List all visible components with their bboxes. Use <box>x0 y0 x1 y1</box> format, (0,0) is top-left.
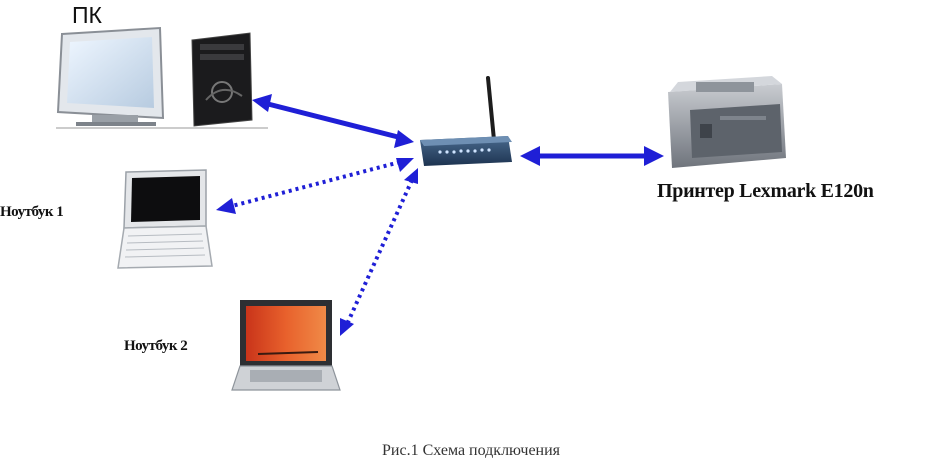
printer-icon <box>668 76 786 168</box>
link-router-laptop1 <box>216 158 414 214</box>
pc-label: ПК <box>72 2 102 28</box>
router-icon <box>420 76 512 166</box>
link-router-laptop2 <box>340 168 418 336</box>
netbook-icon <box>117 169 213 269</box>
printer-label: Принтер Lexmark E120n <box>657 180 874 202</box>
link-pc-router <box>252 94 414 148</box>
laptop2-label: Ноутбук 2 <box>124 338 188 354</box>
laptop-icon <box>231 300 341 391</box>
figure-caption: Рис.1 Схема подключения <box>382 442 561 459</box>
laptop1-label: Ноутбук 1 <box>0 204 64 220</box>
link-router-printer <box>520 146 664 166</box>
monitor-icon <box>56 26 165 126</box>
pc-tower-icon <box>191 32 253 127</box>
